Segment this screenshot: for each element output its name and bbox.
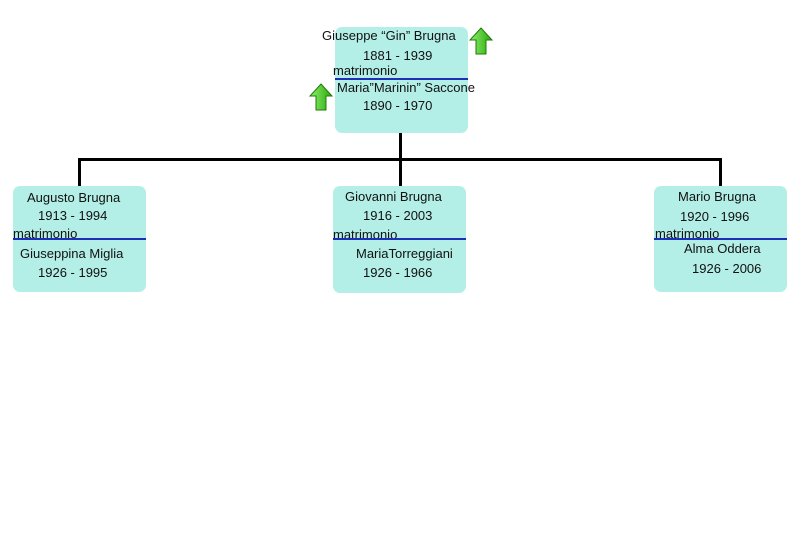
child-union-separator [333,238,466,240]
root-wife-dates: 1890 - 1970 [363,98,433,113]
root-wife-name: Maria”Marinin” Saccone [337,80,475,95]
child-union-label: matrimonio [655,226,720,241]
child-union-separator [654,238,787,240]
child-drop-line-2 [399,158,402,188]
child-dates: 1916 - 2003 [363,208,433,223]
spouse-dates: 1926 - 2006 [692,261,762,276]
child-name: Augusto Brugna [27,190,121,205]
child-drop-line-1 [78,158,81,188]
root-union-separator [335,78,468,80]
root-husband-name: Giuseppe “Gin” Brugna [322,28,456,43]
husband-parents-arrow-icon[interactable] [469,27,493,55]
child-dates: 1913 - 1994 [38,208,108,223]
child-union-separator [13,238,146,240]
spouse-name: Alma Oddera [684,241,761,256]
child-name: Giovanni Brugna [345,189,442,204]
child-name: Mario Brugna [678,189,757,204]
spouse-dates: 1926 - 1995 [38,265,108,280]
root-husband-dates: 1881 - 1939 [363,48,433,63]
root-union-label: matrimonio [333,63,398,78]
child-union-label: matrimonio [13,226,78,241]
spouse-dates: 1926 - 1966 [363,265,433,280]
spouse-name: Giuseppina Miglia [20,246,124,261]
wife-parents-arrow-icon[interactable] [309,83,333,111]
child-drop-line-3 [719,158,722,188]
root-drop-line [399,131,402,160]
spouse-name: MariaTorreggiani [356,246,453,261]
child-dates: 1920 - 1996 [680,209,750,224]
root-couple-card[interactable] [335,27,468,133]
